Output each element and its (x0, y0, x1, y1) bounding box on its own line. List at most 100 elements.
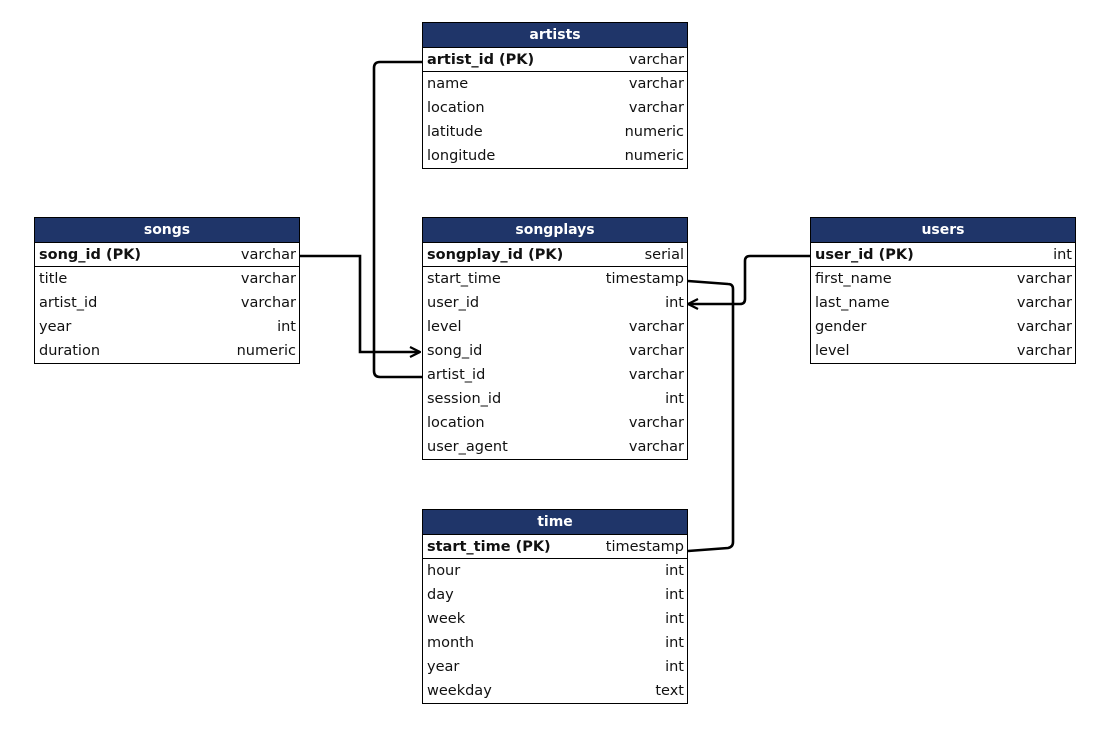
column-name: level (427, 319, 462, 335)
column-name: week (427, 611, 466, 627)
table-title: songplays (423, 218, 687, 243)
column-name: hour (427, 563, 461, 579)
column-row: artist_id varchar (423, 363, 687, 387)
column-name: start_time (PK) (427, 538, 551, 555)
column-row: last_name varchar (811, 291, 1075, 315)
column-type: varchar (1016, 343, 1072, 359)
column-row: session_id int (423, 387, 687, 411)
column-type: varchar (628, 319, 684, 335)
column-row: day int (423, 583, 687, 607)
column-row: location varchar (423, 96, 687, 120)
column-type: numeric (236, 343, 296, 359)
column-type: varchar (1016, 271, 1072, 287)
table-title: songs (35, 218, 299, 243)
column-type: varchar (628, 415, 684, 431)
column-type: timestamp (605, 271, 684, 287)
column-name: year (427, 659, 460, 675)
column-name: artist_id (427, 367, 486, 383)
primary-key-row: songplay_id (PK) serial (423, 243, 687, 267)
column-row: level varchar (811, 339, 1075, 363)
column-name: location (427, 415, 485, 431)
column-row: hour int (423, 559, 687, 583)
column-row: user_id int (423, 291, 687, 315)
table-time: time start_time (PK) timestamp hour int day in… (422, 509, 688, 704)
column-type: int (665, 563, 684, 579)
column-name: user_id (PK) (815, 246, 914, 263)
column-name: start_time (427, 271, 501, 287)
column-type: varchar (240, 295, 296, 311)
table-songplays: songplays songplay_id (PK) serial start_tim… (422, 217, 688, 460)
column-row: year int (35, 315, 299, 339)
column-row: first_name varchar (811, 267, 1075, 291)
column-type: int (665, 635, 684, 651)
column-name: year (39, 319, 72, 335)
column-type: timestamp (605, 538, 684, 555)
column-row: title varchar (35, 267, 299, 291)
column-type: varchar (628, 343, 684, 359)
column-name: name (427, 76, 469, 92)
column-name: song_id (PK) (39, 246, 142, 263)
column-name: last_name (815, 295, 890, 311)
column-type: varchar (1016, 295, 1072, 311)
column-type: numeric (624, 148, 684, 164)
column-name: song_id (427, 343, 483, 359)
column-type: int (665, 587, 684, 603)
column-type: varchar (1016, 319, 1072, 335)
column-row: weekday text (423, 679, 687, 703)
column-name: title (39, 271, 68, 287)
column-type: varchar (628, 76, 684, 92)
column-type: varchar (240, 246, 296, 263)
column-type: int (665, 659, 684, 675)
column-name: first_name (815, 271, 892, 287)
primary-key-row: artist_id (PK)varchar (423, 48, 687, 72)
column-name: user_id (427, 295, 480, 311)
column-row: gender varchar (811, 315, 1075, 339)
column-name: session_id (427, 391, 502, 407)
primary-key-row: user_id (PK)int (811, 243, 1075, 267)
column-name: weekday (427, 683, 492, 699)
column-name: duration (39, 343, 101, 359)
table-title: artists (423, 23, 687, 48)
column-type: text (655, 683, 684, 699)
primary-key-row: start_time (PK) timestamp (423, 535, 687, 559)
column-name: songplay_id (PK) (427, 246, 564, 263)
table-title: users (811, 218, 1075, 243)
column-name: day (427, 587, 454, 603)
primary-key-row: song_id (PK) varchar (35, 243, 299, 267)
column-name: user_agent (427, 439, 508, 455)
table-title: time (423, 510, 687, 535)
column-row: level varchar (423, 315, 687, 339)
column-row: song_id varchar (423, 339, 687, 363)
column-name: level (815, 343, 850, 359)
column-type: varchar (628, 51, 684, 68)
column-name: month (427, 635, 475, 651)
column-type: int (277, 319, 296, 335)
column-row: duration numeric (35, 339, 299, 363)
column-row: start_time timestamp (423, 267, 687, 291)
column-name: location (427, 100, 485, 116)
column-type: numeric (624, 124, 684, 140)
column-name: longitude (427, 148, 496, 164)
column-type: varchar (628, 367, 684, 383)
column-row: artist_id varchar (35, 291, 299, 315)
column-type: serial (644, 246, 684, 263)
column-type: int (665, 295, 684, 311)
column-row: year int (423, 655, 687, 679)
column-row: name varchar (423, 72, 687, 96)
column-type: varchar (628, 100, 684, 116)
column-type: int (665, 391, 684, 407)
column-name: artist_id (39, 295, 98, 311)
column-row: location varchar (423, 411, 687, 435)
column-row: longitude numeric (423, 144, 687, 168)
column-type: int (665, 611, 684, 627)
column-name: gender (815, 319, 867, 335)
column-type: varchar (240, 271, 296, 287)
column-row: week int (423, 607, 687, 631)
column-row: month int (423, 631, 687, 655)
